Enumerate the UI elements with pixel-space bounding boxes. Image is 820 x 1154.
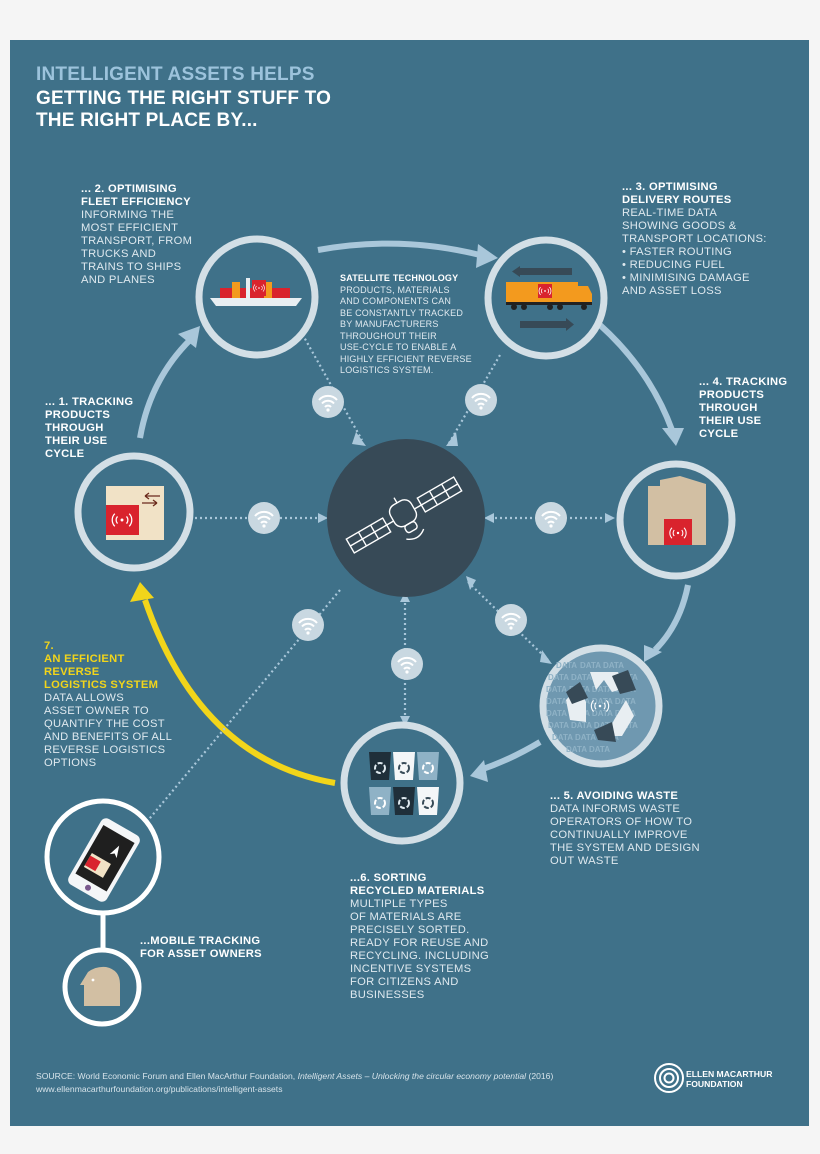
source-url[interactable]: www.ellenmacarthurfoundation.org/publica… [36, 1084, 283, 1094]
truck-icon [506, 266, 592, 331]
recycle-icon [566, 670, 636, 742]
svg-text:DATA DATA DATA DATA: DATA DATA DATA DATA [546, 685, 636, 694]
cycle-arrows [137, 240, 691, 773]
step-6-text: ...6. SORTING RECYCLED MATERIALS MULTIPL… [350, 872, 490, 1001]
rfid-box-icon [106, 486, 164, 540]
svg-text:DATA DATA: DATA DATA [580, 661, 624, 670]
wifi-icon [534, 501, 568, 535]
mobile-tracking-text: ...MOBILE TRACKING FOR ASSET OWNERS [140, 935, 262, 960]
arrow-3-to-4 [597, 322, 675, 432]
foundation-logo-text: ELLEN MACARTHUR FOUNDATION [686, 1069, 773, 1089]
mobile-tracking-group [44, 798, 162, 1027]
step-4-warehouse-circle [616, 460, 736, 580]
step-5-text: ... 5. AVOIDING WASTE DATA INFORMS WASTE… [550, 790, 700, 867]
step-1-box-circle [74, 452, 194, 572]
person-head-icon [80, 966, 120, 1006]
svg-text:DATA: DATA [556, 661, 577, 670]
source-citation: SOURCE: World Economic Forum and Ellen M… [36, 1071, 554, 1094]
step-6-bins-circle [340, 721, 464, 845]
arrow-5-to-6 [479, 739, 542, 773]
foundation-logo-icon [654, 1063, 684, 1093]
title-accent: INTELLIGENT ASSETS HELPS [36, 64, 315, 85]
step-3-text: ... 3. OPTIMISING DELIVERY ROUTES REAL-T… [622, 181, 767, 297]
wifi-icon [464, 383, 498, 417]
svg-text:DATA DATA: DATA DATA [566, 745, 610, 754]
cargo-ship-icon [210, 278, 302, 306]
arrow-1-to-2 [137, 337, 193, 439]
step-5-recycle-circle: DATA DATA DATA DATA DATA DATA DATA DATA … [539, 644, 663, 768]
svg-text:DATA DATA DATA DATA: DATA DATA DATA DATA [546, 697, 636, 706]
step-7-text: 7. AN EFFICIENT REVERSE LOGISTICS SYSTEM… [44, 640, 173, 769]
arrow-2-to-3 [317, 240, 481, 258]
satellite-text: SATELLITE TECHNOLOGY PRODUCTS, MATERIALS… [340, 273, 472, 375]
wifi-icon [390, 647, 424, 681]
satellite-icon [345, 476, 463, 554]
svg-text:DATA DATA DATA: DATA DATA DATA [552, 733, 619, 742]
wifi-icon [291, 608, 325, 642]
step-1-text: ... 1. TRACKING PRODUCTS THROUGH THEIR U… [45, 396, 134, 460]
step-4-text: ... 4. TRACKING PRODUCTS THROUGH THEIR U… [699, 376, 788, 440]
arrow-4-to-5 [652, 584, 691, 653]
title: GETTING THE RIGHT STUFF TO THE RIGHT PLA… [36, 88, 332, 131]
step-3-truck-circle [484, 236, 608, 360]
smartphone-icon [68, 818, 140, 902]
wifi-icon [494, 603, 528, 637]
warehouse-icon [648, 476, 706, 545]
svg-text:DATA DATA DATA DATA: DATA DATA DATA DATA [546, 709, 636, 718]
recycling-bins-icon [369, 752, 439, 815]
satellite-hub [327, 439, 485, 597]
step-2-text: ... 2. OPTIMISING FLEET EFFICIENCY INFOR… [81, 183, 193, 286]
step-2-ship-circle [195, 235, 319, 359]
arrow-heads [178, 244, 684, 782]
reverse-logistics-arrow [142, 599, 336, 786]
wifi-icon [311, 385, 345, 419]
wifi-icon [247, 501, 281, 535]
svg-text:DATA DATA DATA DATA: DATA DATA DATA DATA [548, 721, 638, 730]
